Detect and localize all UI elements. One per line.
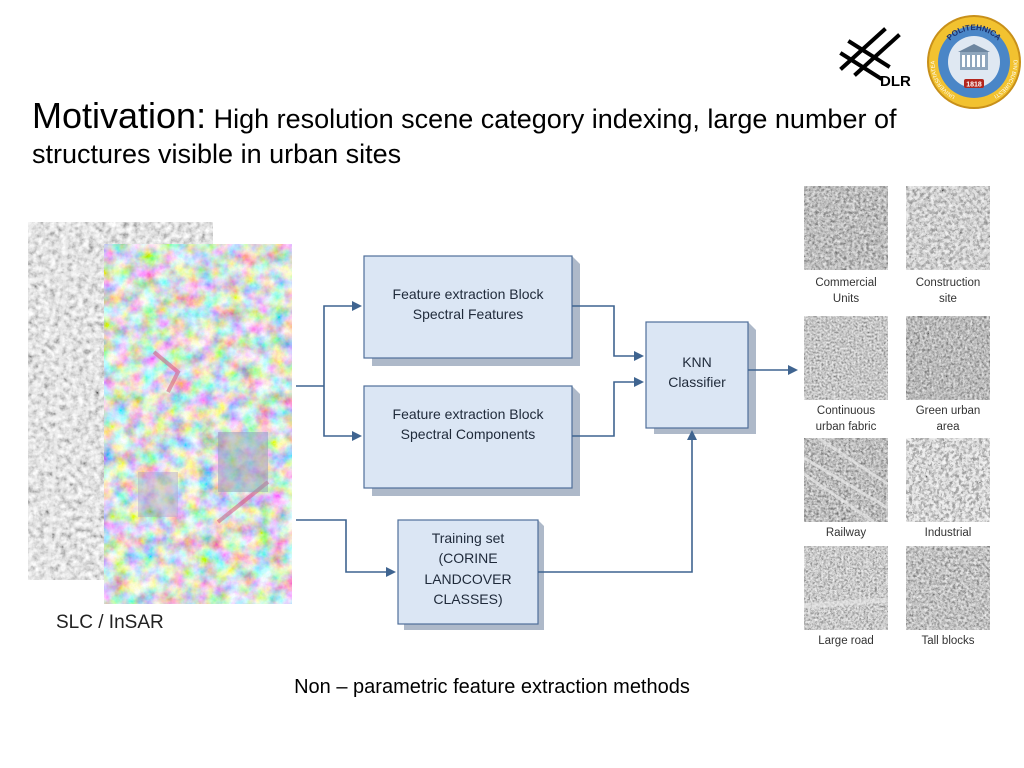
knn-classifier-box <box>645 321 749 429</box>
input-image-label: SLC / InSAR <box>56 612 164 633</box>
university-seal-logo: 1818 POLITEHNICA UNIVERSITATEA DIN BUCUR… <box>927 15 1021 109</box>
spectral-features-label: Feature extraction Block Spectral Featur… <box>392 286 544 323</box>
flow-connectors <box>296 255 798 630</box>
class-thumbnail <box>906 438 990 522</box>
arrow-to-spectral-features <box>323 301 362 386</box>
arrow-components-to-knn <box>572 377 644 437</box>
sar-image-stack <box>28 222 292 604</box>
knn-classifier-label: KNN Classifier <box>668 354 726 391</box>
class-thumbnail <box>906 546 990 630</box>
slide-caption: Non – parametric feature extraction meth… <box>294 676 690 698</box>
arrow-to-spectral-components <box>323 386 362 441</box>
class-label-tall-blocks: Tall blocks <box>921 635 975 647</box>
class-label-large-road: Large road <box>818 635 874 647</box>
training-set-label: Training set (CORINE LANDCOVER CLASSES) <box>424 530 512 607</box>
class-thumbnail <box>804 546 888 630</box>
title-rest: High resolution scene category indexing,… <box>32 104 897 169</box>
processing-flow-diagram: Feature extraction Block Spectral Featur… <box>290 240 810 640</box>
dlr-logo: DLR <box>839 27 911 90</box>
dlr-text: DLR <box>880 73 911 90</box>
arrow-features-to-knn <box>572 305 644 361</box>
feature-block-spectral-features <box>363 255 573 359</box>
seal-year: 1818 <box>966 82 982 89</box>
class-thumbnail <box>906 316 990 400</box>
class-label-railway: Railway <box>825 527 867 539</box>
spectral-components-label: Feature extraction Block Spectral Compon… <box>392 406 544 443</box>
class-thumbnail <box>804 186 888 270</box>
arrow-training-to-knn <box>538 430 697 573</box>
class-label-industrial: Industrial <box>924 527 972 539</box>
slide-title: Motivation: High resolution scene catego… <box>32 94 952 171</box>
class-thumbnail <box>906 186 990 270</box>
feature-block-spectral-components <box>363 385 573 489</box>
class-thumbnail <box>804 438 888 522</box>
class-thumbnail <box>804 316 888 400</box>
arrow-to-training-set <box>296 519 396 577</box>
title-lead: Motivation: <box>32 95 207 136</box>
